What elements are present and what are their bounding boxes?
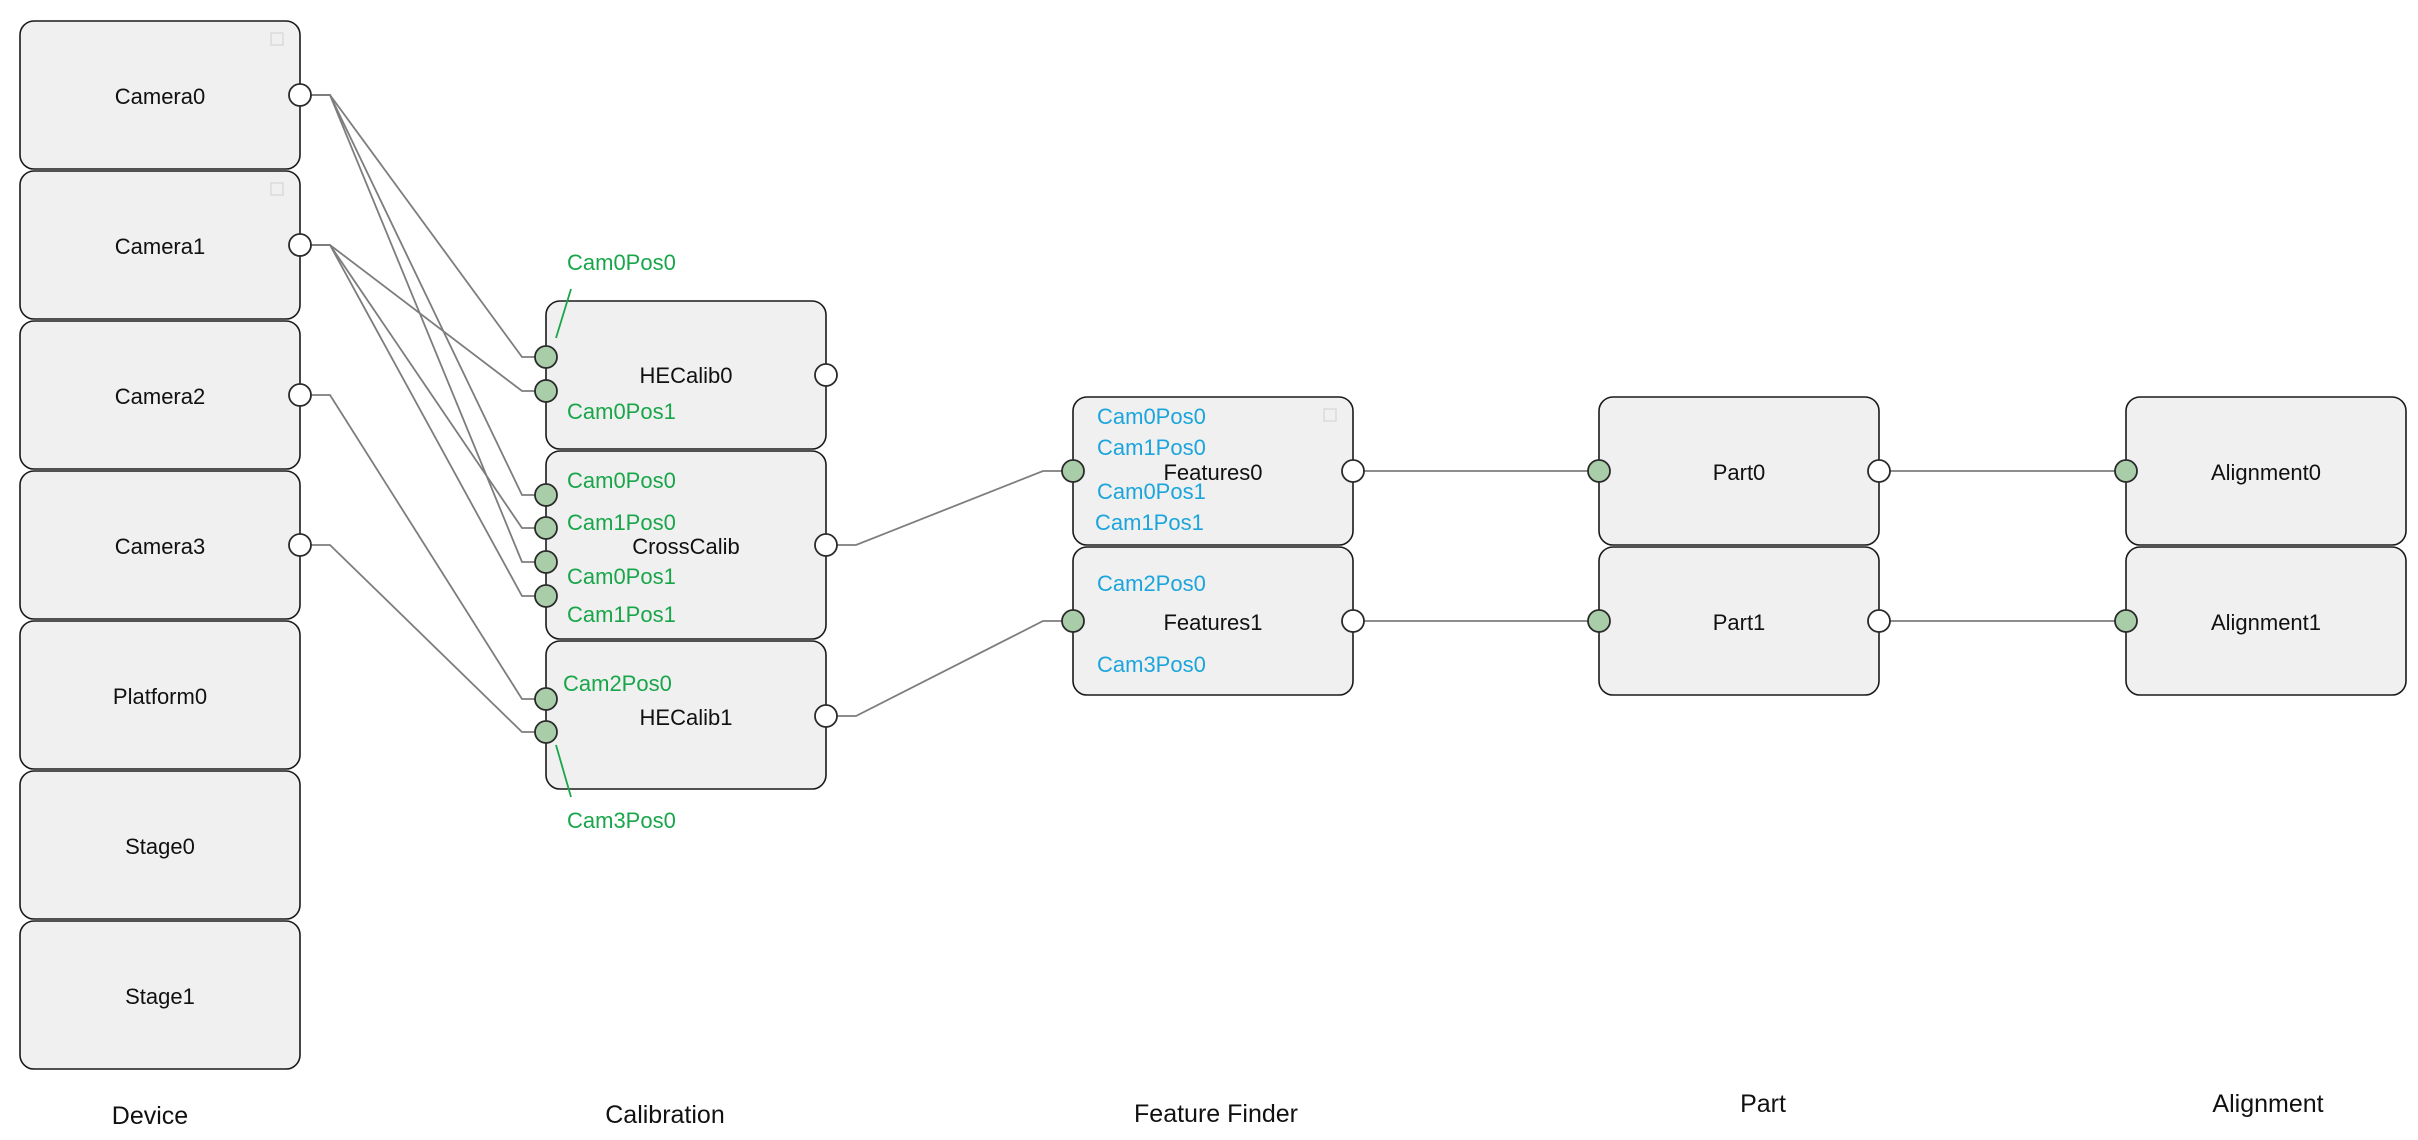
node-label: HECalib0	[640, 363, 733, 388]
node-label: CrossCalib	[632, 534, 740, 559]
node-label: Part0	[1713, 460, 1766, 485]
node-label: Alignment0	[2211, 460, 2321, 485]
hecalib0-input-port-0[interactable]	[534, 345, 558, 369]
crosscalib-pin-label: Cam1Pos0	[567, 510, 676, 535]
node-label: Camera2	[115, 384, 205, 409]
hecalib0-input-port-1[interactable]	[534, 379, 558, 403]
camera0-output-port[interactable]	[288, 83, 312, 107]
crosscalib-pin-label: Cam1Pos1	[567, 602, 676, 627]
part1-input-port[interactable]	[1587, 609, 1611, 633]
part0-output-port[interactable]	[1867, 459, 1891, 483]
features0-tag: Cam1Pos0	[1097, 435, 1206, 460]
node-badge-icon	[1323, 408, 1337, 422]
crosscalib-pin-label: Cam0Pos0	[567, 468, 676, 493]
pin-leader-line	[555, 744, 572, 798]
features0-input-port[interactable]	[1061, 459, 1085, 483]
features0-output-port[interactable]	[1341, 459, 1365, 483]
crosscalib-output-port[interactable]	[814, 533, 838, 557]
crosscalib-input-port-3[interactable]	[534, 584, 558, 608]
hecalib0-pin-label: Cam0Pos0	[567, 250, 676, 275]
node-platform0[interactable]: Platform0	[19, 620, 301, 770]
node-alignment1[interactable]: Alignment1	[2125, 546, 2407, 696]
features1-tag: Cam3Pos0	[1097, 652, 1206, 677]
node-badge-icon	[270, 182, 284, 196]
node-label: Features1	[1163, 610, 1262, 635]
features1-input-port[interactable]	[1061, 609, 1085, 633]
ports-layer	[288, 83, 2138, 744]
edge-camera3-to-hecalib1	[300, 544, 546, 733]
node-camera1[interactable]: Camera1	[19, 170, 301, 320]
hecalib1-output-port[interactable]	[814, 704, 838, 728]
node-camera3[interactable]: Camera3	[19, 470, 301, 620]
crosscalib-input-port-0[interactable]	[534, 483, 558, 507]
part0-input-port[interactable]	[1587, 459, 1611, 483]
node-part0[interactable]: Part0	[1598, 396, 1880, 546]
node-label: Part1	[1713, 610, 1766, 635]
node-camera2[interactable]: Camera2	[19, 320, 301, 470]
hecalib1-input-port-1[interactable]	[534, 720, 558, 744]
features1-tag: Cam2Pos0	[1097, 571, 1206, 596]
camera1-output-port[interactable]	[288, 233, 312, 257]
node-hecalib1[interactable]: HECalib1	[545, 640, 827, 790]
node-label: Camera0	[115, 84, 205, 109]
edge-camera0-to-crosscalib	[300, 94, 546, 563]
edge-crosscalib-to-features0	[826, 470, 1073, 546]
edge-hecalib1-to-features1	[826, 620, 1073, 717]
column-header-alignment: Alignment	[2212, 1090, 2323, 1118]
node-camera0[interactable]: Camera0	[19, 20, 301, 170]
camera3-output-port[interactable]	[288, 533, 312, 557]
pin-leader-line	[555, 288, 572, 339]
features1-output-port[interactable]	[1341, 609, 1365, 633]
alignment0-input-port[interactable]	[2114, 459, 2138, 483]
features0-tag: Cam1Pos1	[1095, 510, 1204, 535]
node-label: Stage1	[125, 984, 195, 1009]
camera2-output-port[interactable]	[288, 383, 312, 407]
edge-camera1-to-hecalib0	[300, 244, 546, 392]
node-label: Features0	[1163, 460, 1262, 485]
node-crosscalib[interactable]: CrossCalib	[545, 450, 827, 640]
edge-camera2-to-hecalib1	[300, 394, 546, 700]
features0-tag: Cam0Pos0	[1097, 404, 1206, 429]
node-label: Platform0	[113, 684, 207, 709]
node-part1[interactable]: Part1	[1598, 546, 1880, 696]
column-header-feature-finder: Feature Finder	[1134, 1100, 1298, 1128]
crosscalib-pin-label: Cam0Pos1	[567, 564, 676, 589]
features0-tag: Cam0Pos1	[1097, 479, 1206, 504]
node-alignment0[interactable]: Alignment0	[2125, 396, 2407, 546]
node-stage1[interactable]: Stage1	[19, 920, 301, 1070]
node-label: Stage0	[125, 834, 195, 859]
alignment1-input-port[interactable]	[2114, 609, 2138, 633]
connections-layer	[300, 94, 2126, 733]
hecalib1-pin-label: Cam2Pos0	[563, 671, 672, 696]
hecalib1-pin-label: Cam3Pos0	[567, 808, 676, 833]
node-stage0[interactable]: Stage0	[19, 770, 301, 920]
column-header-calibration: Calibration	[605, 1101, 725, 1129]
column-header-device: Device	[112, 1102, 188, 1130]
edge-camera0-to-hecalib0	[300, 94, 546, 358]
node-badge-icon	[270, 32, 284, 46]
crosscalib-input-port-1[interactable]	[534, 516, 558, 540]
node-label: HECalib1	[640, 705, 733, 730]
hecalib0-pin-label: Cam0Pos1	[567, 399, 676, 424]
column-header-part: Part	[1740, 1090, 1786, 1118]
hecalib1-input-port-0[interactable]	[534, 687, 558, 711]
node-hecalib0[interactable]: HECalib0	[545, 300, 827, 450]
node-label: Camera3	[115, 534, 205, 559]
crosscalib-input-port-2[interactable]	[534, 550, 558, 574]
node-features0[interactable]: Features0	[1072, 396, 1354, 546]
node-label: Camera1	[115, 234, 205, 259]
part1-output-port[interactable]	[1867, 609, 1891, 633]
edge-camera0-to-crosscalib	[300, 94, 546, 496]
node-label: Alignment1	[2211, 610, 2321, 635]
edge-camera1-to-crosscalib	[300, 244, 546, 597]
hecalib0-output-port[interactable]	[814, 363, 838, 387]
